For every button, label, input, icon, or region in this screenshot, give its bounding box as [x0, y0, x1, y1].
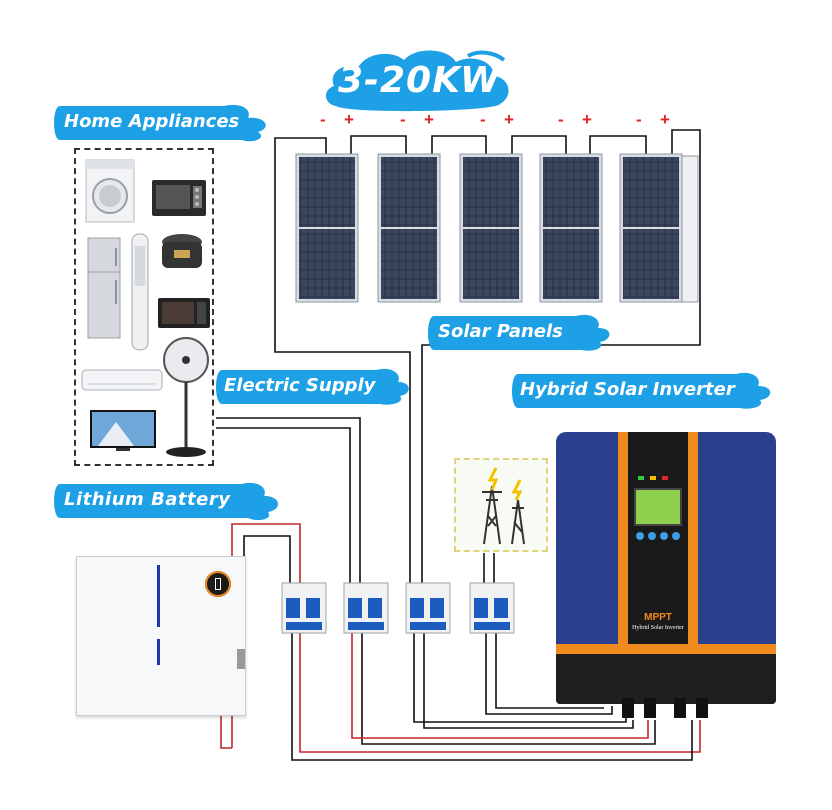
television-icon — [90, 410, 156, 451]
power-rating-banner: 3-20KW — [318, 42, 514, 116]
banner-shape — [54, 104, 266, 142]
washing-machine-icon — [85, 159, 135, 223]
inverter-base — [556, 654, 776, 704]
standing-fan-icon — [163, 337, 209, 457]
inverter-center-panel — [628, 432, 688, 662]
banner-shape — [216, 368, 409, 405]
appliance-illustrations — [81, 159, 210, 457]
inverter-button-row — [636, 532, 682, 542]
hybrid-solar-inverter: MPPT Hybrid Solar Inverter — [556, 432, 776, 718]
panel-1-minus: - — [320, 110, 326, 129]
rice-cooker-icon — [162, 234, 202, 268]
toaster-oven-icon — [152, 180, 206, 216]
home-appliances-box — [74, 148, 214, 466]
power-rating-text: 3-20KW — [338, 60, 501, 101]
inverter-button[interactable] — [648, 532, 656, 540]
transmission-tower-icon — [482, 467, 525, 545]
supply-wires — [216, 417, 495, 585]
battery-status-icon — [205, 571, 231, 597]
microwave-icon — [158, 298, 210, 328]
panel-2-plus: + — [424, 110, 434, 129]
inverter-orange-strip-left — [618, 432, 628, 662]
cloud-shape — [325, 50, 509, 112]
home-appliances-banner: Home Appliances — [52, 98, 272, 148]
banner-shape — [428, 314, 610, 351]
panel-5-plus: + — [660, 110, 670, 129]
hybrid-inverter-label: Hybrid Solar Inverter — [520, 379, 735, 400]
solar-panels-label: Solar Panels — [438, 321, 563, 342]
electric-supply-label: Electric Supply — [224, 375, 376, 396]
inverter-lcd-screen — [634, 488, 682, 526]
inverter-button[interactable] — [672, 532, 680, 540]
panel-3-plus: + — [504, 110, 514, 129]
panel-1-plus: + — [344, 110, 354, 129]
lightning-icon — [487, 467, 499, 491]
inverter-orange-strip-right — [688, 432, 698, 662]
inverter-label-plate: MPPT Hybrid Solar Inverter — [628, 608, 688, 644]
home-appliances-label: Home Appliances — [64, 111, 240, 132]
panel-4-minus: - — [558, 110, 564, 129]
inverter-connectors — [620, 698, 720, 720]
refrigerator-icon — [87, 237, 121, 339]
banner-shape — [54, 482, 279, 520]
panel-5-minus: - — [636, 110, 642, 129]
solar-panels-banner: Solar Panels — [426, 312, 612, 354]
inverter-button[interactable] — [660, 532, 668, 540]
electric-supply-banner: Electric Supply — [214, 366, 412, 408]
hybrid-inverter-banner: Hybrid Solar Inverter — [510, 370, 774, 412]
inverter-subtitle: Hybrid Solar Inverter — [632, 625, 684, 631]
inverter-input-wires — [291, 632, 701, 761]
inverter-button[interactable] — [636, 532, 644, 540]
inverter-mppt-badge: MPPT — [644, 612, 672, 623]
battery-indicator-strip — [157, 565, 160, 627]
panel-series-wires — [274, 129, 701, 585]
panel-4-plus: + — [582, 110, 592, 129]
lithium-battery-label: Lithium Battery — [64, 489, 231, 510]
inverter-bottom-band — [556, 644, 776, 654]
banner-shape — [512, 372, 771, 409]
battery-side-port — [237, 649, 245, 669]
lithium-battery-banner: Lithium Battery — [52, 478, 284, 524]
lithium-battery-unit — [76, 556, 246, 716]
panel-2-minus: - — [400, 110, 406, 129]
panel-3-minus: - — [480, 110, 486, 129]
grid-towers-box — [454, 458, 548, 552]
tower-air-conditioner-icon — [131, 233, 149, 351]
split-air-conditioner-icon — [81, 369, 163, 391]
battery-indicator-strip-lower — [157, 639, 160, 665]
inverter-led-row — [638, 476, 678, 480]
inverter-body: MPPT Hybrid Solar Inverter — [556, 432, 776, 704]
